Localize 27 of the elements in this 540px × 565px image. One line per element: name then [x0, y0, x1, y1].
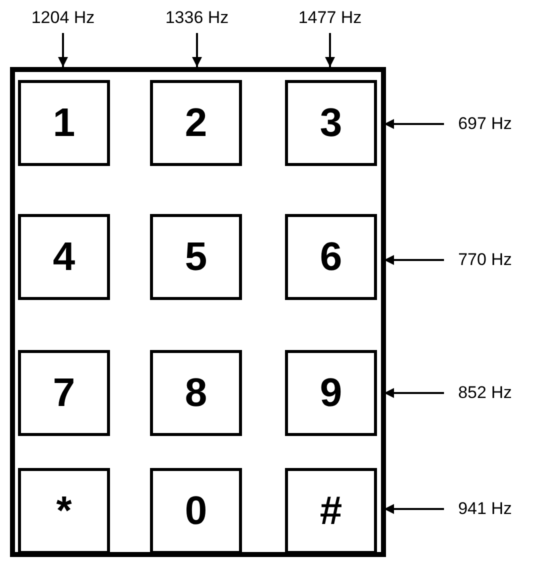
arrow: [384, 119, 444, 129]
keypad-frame: [10, 67, 386, 557]
arrow: [58, 33, 68, 67]
keypad-key: 2: [150, 80, 242, 166]
keypad-key: 8: [150, 350, 242, 436]
keypad-key: #: [285, 468, 377, 554]
arrow: [325, 33, 335, 67]
frequency-label: 1477 Hz: [285, 5, 375, 31]
frequency-label: 770 Hz: [440, 247, 530, 273]
keypad-key: 9: [285, 350, 377, 436]
frequency-label: 1336 Hz: [152, 5, 242, 31]
frequency-label: 852 Hz: [440, 380, 530, 406]
arrow: [384, 255, 444, 265]
frequency-label: 941 Hz: [440, 496, 530, 522]
keypad-key: 7: [18, 350, 110, 436]
arrow: [384, 504, 444, 514]
keypad-key: 5: [150, 214, 242, 300]
keypad-key: 1: [18, 80, 110, 166]
keypad-key: *: [18, 468, 110, 554]
keypad-key: 0: [150, 468, 242, 554]
frequency-label: 1204 Hz: [18, 5, 108, 31]
arrow: [192, 33, 202, 67]
keypad-key: 3: [285, 80, 377, 166]
keypad-key: 6: [285, 214, 377, 300]
arrow: [384, 388, 444, 398]
keypad-key: 4: [18, 214, 110, 300]
frequency-label: 697 Hz: [440, 111, 530, 137]
